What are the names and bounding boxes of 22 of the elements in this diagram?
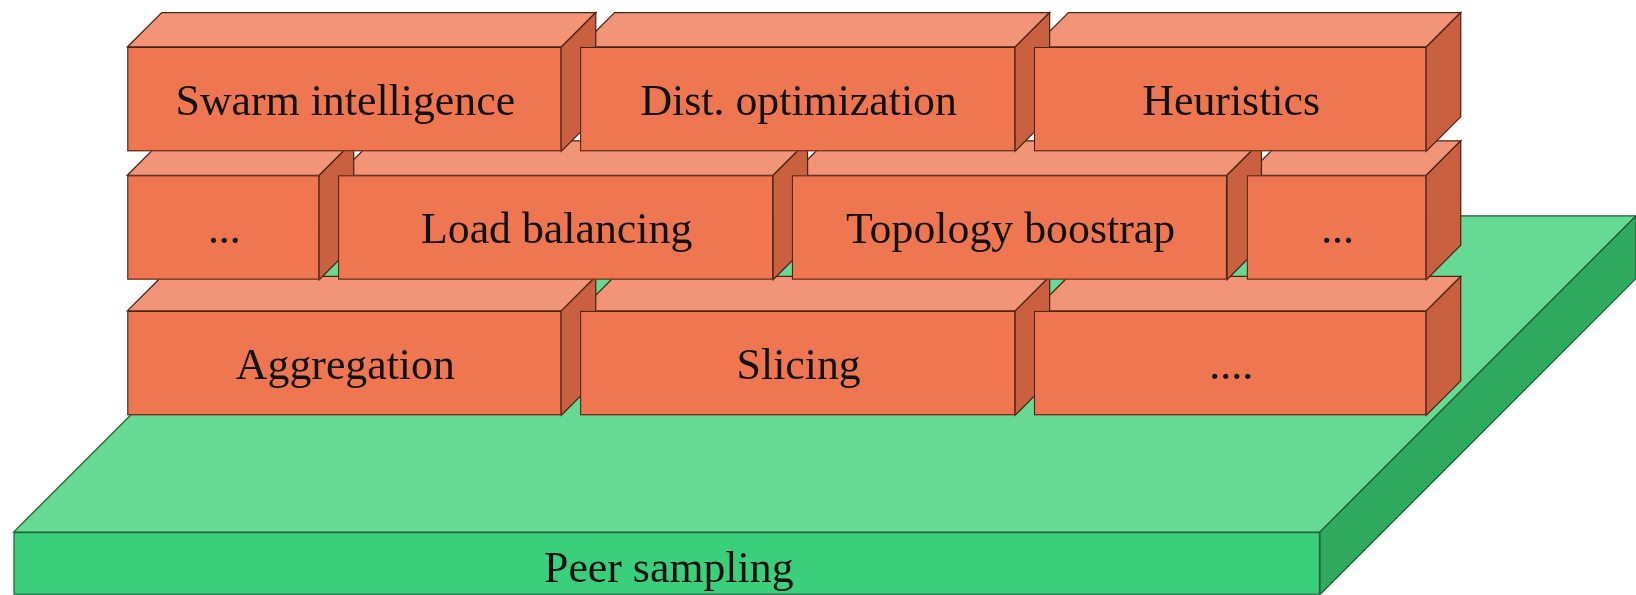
brick-label: Aggregation [235,342,455,387]
brick-label: .... [1209,342,1254,387]
base-slab [13,532,1320,595]
brick-label: ... [1321,206,1355,251]
brick-label: Slicing [736,342,861,387]
brick [580,310,1016,416]
brick [338,175,774,280]
brick-label: Load balancing [420,206,693,251]
brick-label: Dist. optimization [640,78,957,123]
layer-label: Peer sampling [544,545,794,590]
brick [127,175,320,280]
brick-label: Topology boostrap [845,206,1176,251]
brick [127,46,562,152]
brick-label: Swarm intelligence [175,78,516,123]
brick [791,175,1227,280]
brick [580,46,1016,152]
brick [1246,175,1427,280]
brick [1034,46,1427,152]
brick-label: Heuristics [1142,78,1320,123]
brick [1034,310,1427,416]
brick-label: ... [207,206,241,251]
brick [127,310,562,416]
